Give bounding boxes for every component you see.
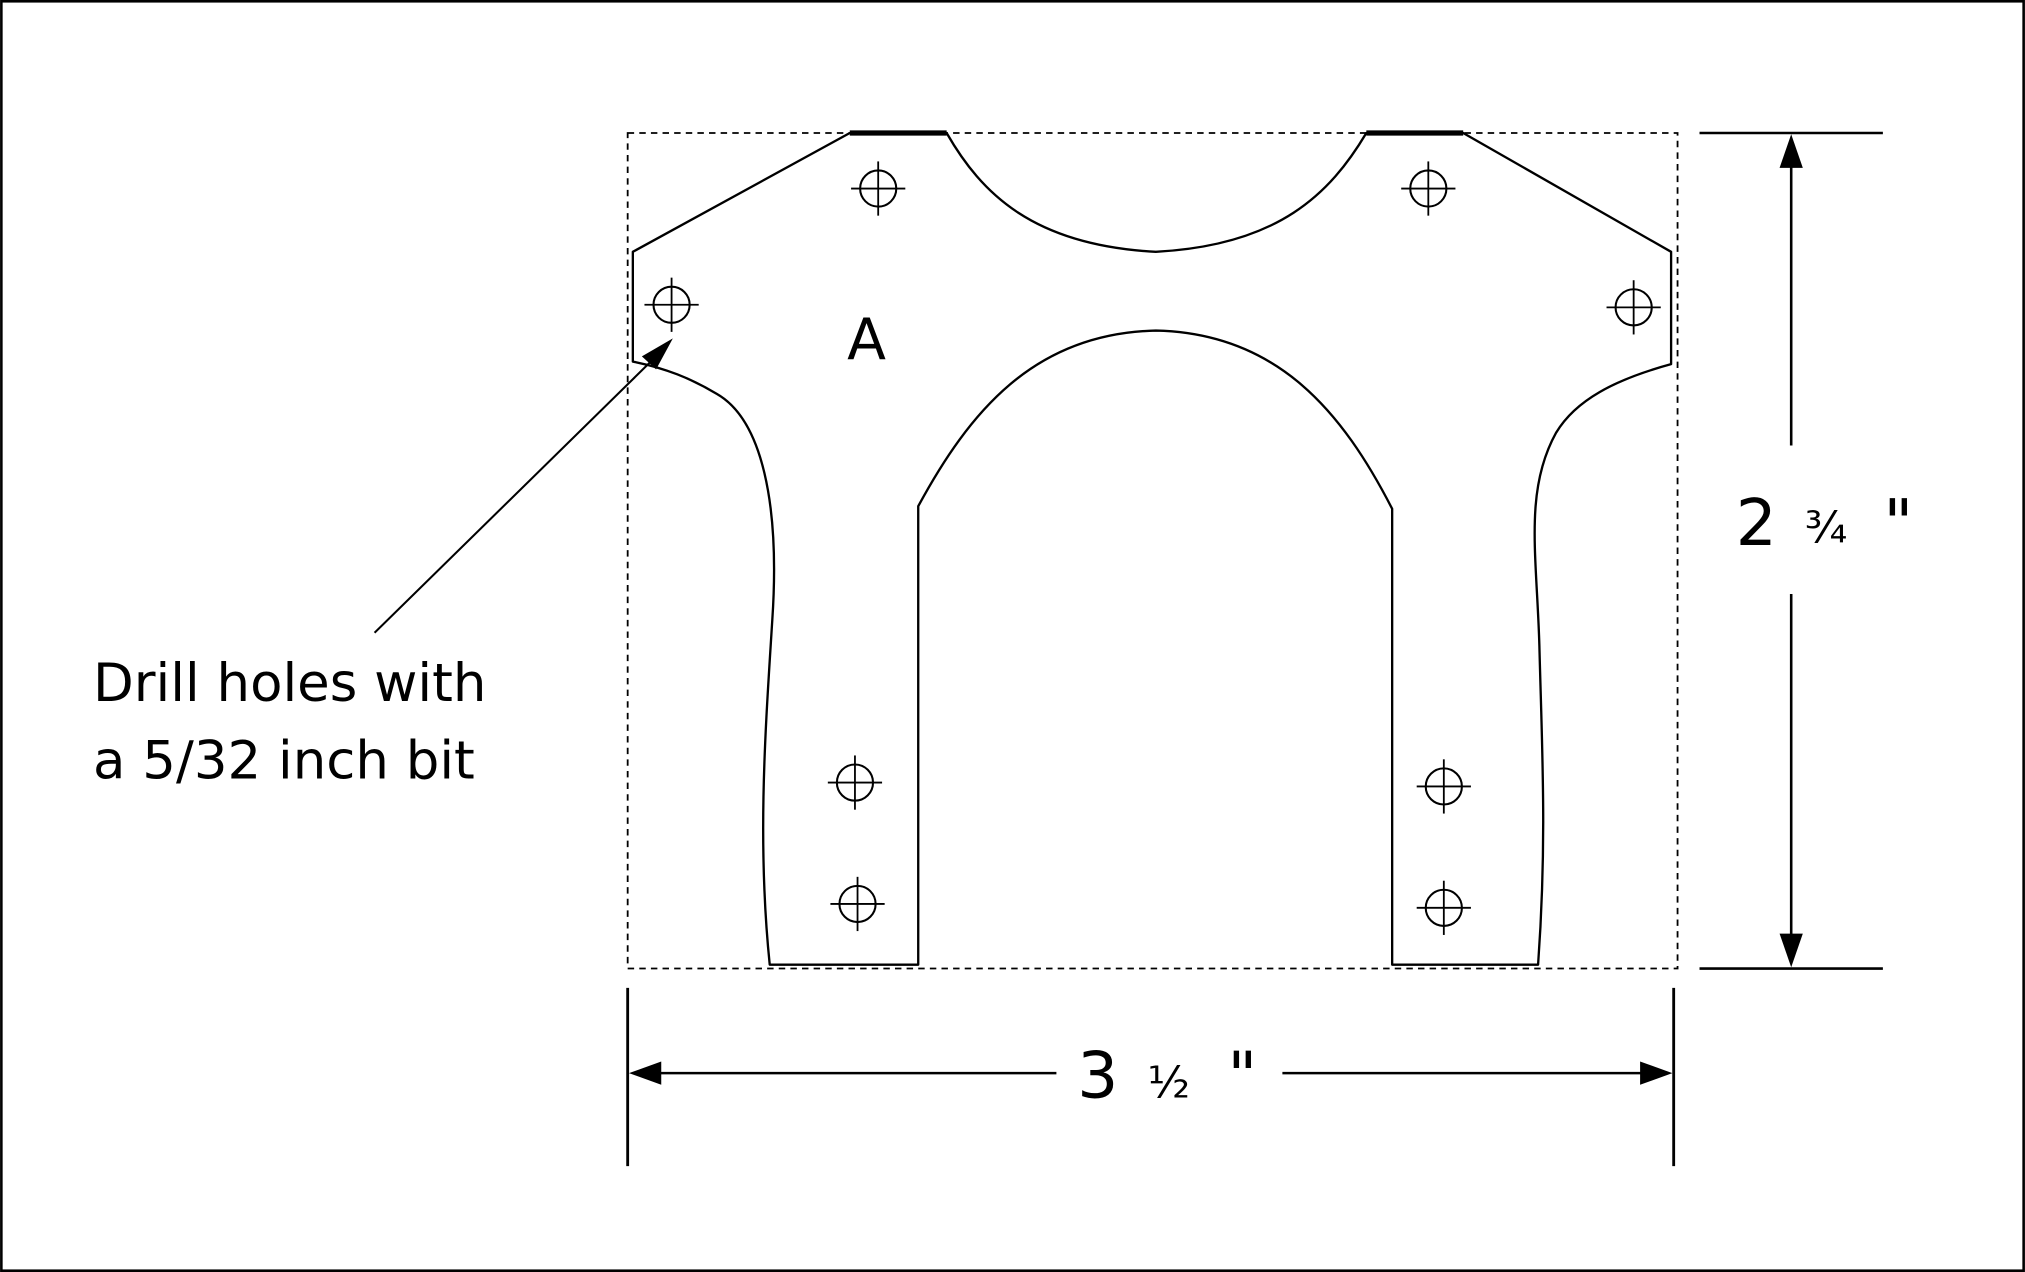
width-whole: 3 (1077, 1039, 1118, 1114)
callout-leader-line (373, 355, 657, 634)
width-fraction: ½ (1147, 1058, 1190, 1109)
height-arrowhead-bottom-icon (1779, 933, 1803, 968)
callout-line-1: Drill holes with (93, 653, 486, 714)
bounding-box (626, 132, 1679, 970)
height-unit: " (1884, 486, 1914, 561)
height-arrowhead-top-icon (1779, 134, 1803, 168)
width-unit: " (1228, 1039, 1258, 1114)
width-arrowhead-right-icon (1640, 1061, 1673, 1085)
width-arrowhead-left-icon (628, 1061, 662, 1085)
height-fraction: ¾ (1805, 502, 1848, 553)
template-outline (631, 131, 1673, 966)
part-label: A (847, 307, 886, 373)
callout-line-2: a 5/32 inch bit (93, 731, 475, 792)
callout-arrowhead-icon (641, 338, 673, 370)
height-whole: 2 (1736, 486, 1777, 561)
